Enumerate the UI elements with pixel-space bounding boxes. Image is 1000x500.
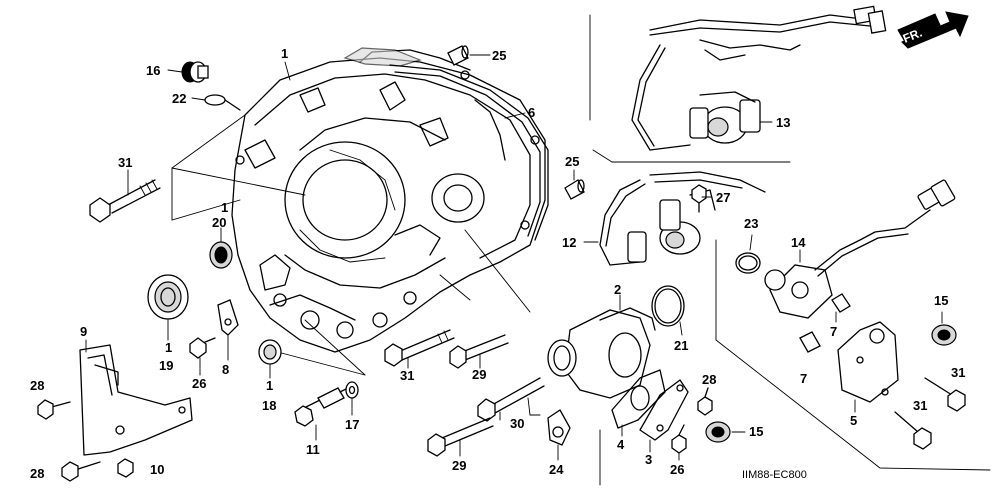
callout-31-upper-left: 31 [118, 155, 132, 170]
collar-7-upper[interactable] [831, 293, 851, 313]
callout-16: 16 [146, 63, 160, 78]
callout-3: 3 [645, 452, 652, 467]
bolt-29-lower[interactable] [427, 417, 494, 457]
callout-14: 14 [791, 235, 806, 250]
thermostat-housing-2[interactable] [547, 307, 656, 399]
callout-31-center: 31 [400, 368, 414, 383]
bolt-30[interactable] [477, 377, 545, 422]
callout-23: 23 [744, 216, 758, 231]
dowel-pin-25-lower[interactable] [564, 179, 585, 200]
callout-26-lower: 26 [670, 462, 684, 477]
callout-10: 10 [150, 462, 164, 477]
bolt-28-right[interactable] [697, 387, 713, 416]
callout-31-right-upper: 31 [951, 365, 965, 380]
nut-10[interactable] [117, 458, 134, 478]
callout-30: 30 [510, 416, 524, 431]
washer-17[interactable] [345, 381, 359, 399]
callout-25-upper: 25 [492, 48, 506, 63]
callout-5: 5 [850, 413, 857, 428]
bolt-31-right-upper[interactable] [924, 377, 966, 412]
callout-6: 6 [528, 105, 535, 120]
cable-clamp-8[interactable] [217, 299, 239, 336]
callout-9: 9 [80, 324, 87, 339]
sensor-assembly-12[interactable] [599, 171, 766, 266]
callout-26-left: 26 [192, 376, 206, 391]
callout-11: 11 [306, 442, 320, 457]
callout-31-right-lower: 31 [913, 398, 927, 413]
bolt-29-center[interactable] [449, 334, 509, 369]
bolt-27[interactable] [691, 184, 707, 213]
callout-19: 19 [159, 358, 173, 373]
callout-28-upper-left: 28 [30, 378, 44, 393]
bolt-28-lower-left[interactable] [61, 461, 101, 482]
sensor-11[interactable] [294, 385, 353, 427]
callout-7-upper: 7 [830, 324, 837, 339]
diagram-code: IIM88-EC800 [742, 469, 807, 481]
bolt-26-lower[interactable] [671, 424, 687, 454]
callout-1-bearing-19: 1 [165, 340, 172, 355]
bearing-18[interactable] [258, 339, 282, 365]
clip-22[interactable] [204, 94, 241, 111]
callout-2: 2 [614, 282, 621, 297]
sensor-14[interactable] [764, 179, 956, 319]
callout-20: 20 [212, 215, 226, 230]
callout-1-bearing-18: 1 [266, 378, 273, 393]
callout-7-lower: 7 [800, 371, 807, 386]
callout-18: 18 [262, 398, 276, 413]
collar-7-lower[interactable] [799, 331, 821, 353]
sensor-assembly-13[interactable] [631, 5, 887, 151]
callout-28-lower-left: 28 [30, 466, 44, 481]
callout-1-cover: 1 [281, 46, 288, 61]
bracket-3[interactable] [639, 379, 689, 441]
front-direction-arrow-icon: FR. [897, 11, 969, 49]
bearing-19[interactable] [147, 274, 189, 320]
callout-13: 13 [776, 115, 790, 130]
bracket-9[interactable] [79, 344, 193, 456]
cover-gasket[interactable] [389, 64, 549, 241]
bracket-5[interactable] [837, 321, 899, 403]
callout-24: 24 [549, 462, 564, 477]
callout-15-lower: 15 [749, 424, 763, 439]
callout-8: 8 [222, 362, 229, 377]
callout-22: 22 [172, 91, 186, 106]
oil-seal-20[interactable] [209, 241, 233, 269]
front-marker-label: FR. [901, 26, 924, 46]
callout-15-right: 15 [934, 293, 948, 308]
bolt-31-upper-left[interactable] [89, 179, 161, 223]
callout-27: 27 [716, 190, 730, 205]
callout-1-bracket: 1 [221, 200, 228, 215]
callout-29-center: 29 [472, 367, 486, 382]
callout-25-lower: 25 [565, 154, 579, 169]
clamp-24[interactable] [547, 409, 571, 446]
callout-17: 17 [345, 417, 359, 432]
callout-labels: 1 1 1 1 2 3 4 5 6 7 7 8 9 10 11 12 13 14… [30, 46, 965, 481]
grommet-15-lower[interactable] [705, 421, 731, 443]
bolt-26-left[interactable] [189, 337, 216, 359]
o-ring-23[interactable] [735, 252, 761, 274]
callout-21: 21 [674, 338, 688, 353]
callout-4: 4 [617, 437, 625, 452]
rear-crankcase-cover[interactable] [231, 47, 546, 353]
grommet-15-right[interactable] [931, 324, 957, 346]
callout-28-right: 28 [702, 372, 716, 387]
dowel-pin-25-upper[interactable] [447, 45, 469, 66]
bolt-31-center[interactable] [384, 329, 455, 367]
grommet-16[interactable] [181, 61, 209, 83]
bolt-28-upper-left[interactable] [37, 399, 71, 420]
o-ring-21[interactable] [651, 285, 685, 327]
callout-29-lower: 29 [452, 458, 466, 473]
bolt-31-right-lower[interactable] [894, 411, 932, 450]
callout-12: 12 [562, 235, 576, 250]
